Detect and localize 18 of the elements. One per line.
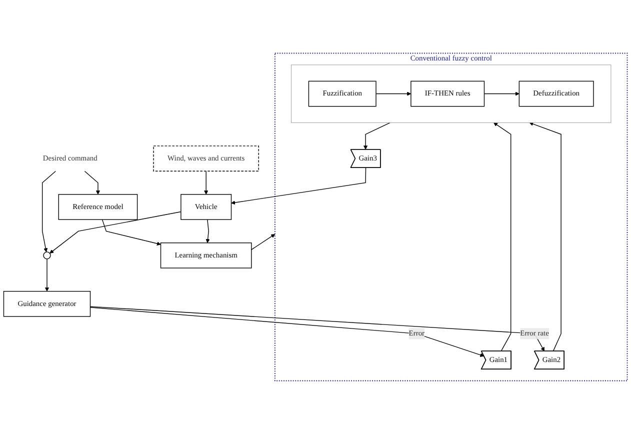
arrow <box>204 170 208 195</box>
arrow <box>90 307 484 357</box>
arrow <box>251 234 276 250</box>
arrow <box>84 170 100 195</box>
arrow <box>42 170 56 252</box>
arrow <box>90 306 545 352</box>
arrow <box>484 92 520 96</box>
arrow <box>529 122 562 352</box>
arrow <box>206 219 210 244</box>
arrow <box>44 258 50 292</box>
node-circle <box>43 252 51 260</box>
arrow <box>50 211 182 254</box>
arrow <box>376 92 412 96</box>
arrow <box>493 122 512 352</box>
arrow <box>102 219 161 246</box>
arrow <box>231 168 366 205</box>
cluster <box>291 64 612 123</box>
arrow <box>364 122 390 150</box>
